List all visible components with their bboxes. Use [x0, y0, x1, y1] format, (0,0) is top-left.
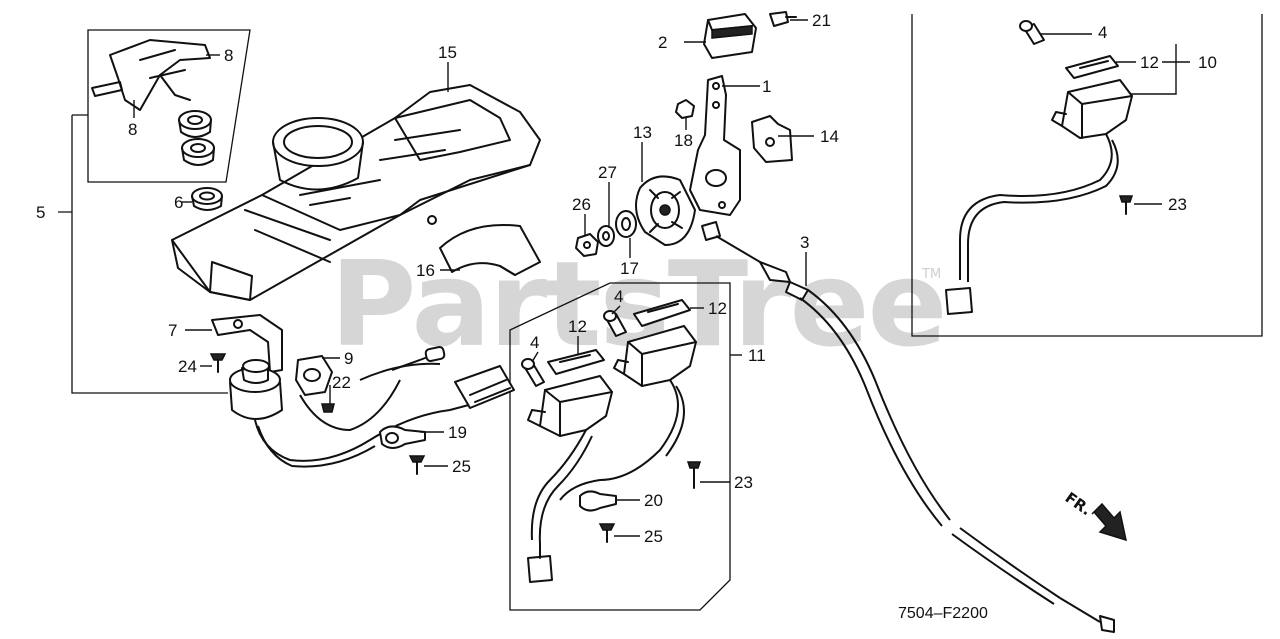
harness-10	[945, 133, 1119, 315]
control-panel-cover	[171, 84, 541, 301]
callout-21: 21	[812, 11, 831, 30]
group-10-box	[911, 14, 1263, 337]
harness-11	[527, 379, 685, 583]
part-27-washer	[597, 225, 615, 247]
callout-19: 19	[448, 423, 467, 442]
callout-23-right: 23	[1168, 195, 1187, 214]
group-8-box	[87, 29, 251, 183]
callout-22: 22	[332, 373, 351, 392]
callout-5: 5	[36, 203, 45, 222]
callout-17: 17	[620, 259, 639, 278]
callout-7: 7	[168, 321, 177, 340]
part-25-screw-left	[408, 455, 426, 475]
indicator-housing-right	[613, 325, 697, 387]
callout-27: 27	[598, 163, 617, 182]
part-3-throttle-cable	[701, 221, 1115, 633]
callout-labels: 1 2 3 4 4 4 5 6 7 8 8 9 10 11 12 12 12 1…	[36, 11, 1217, 546]
callout-13: 13	[633, 123, 652, 142]
part-24-screw	[209, 353, 227, 373]
callout-16: 16	[416, 261, 435, 280]
part-18-nut	[675, 99, 695, 119]
callout-12-right: 12	[1140, 53, 1159, 72]
callout-20: 20	[644, 491, 663, 510]
part-2-knob	[703, 13, 757, 59]
part-19-clamp	[379, 425, 426, 449]
callout-2: 2	[658, 33, 667, 52]
indicator-housing-left	[527, 375, 613, 437]
callout-4-mid: 4	[614, 287, 623, 306]
part-13-disc	[635, 175, 696, 246]
part-4-bulb-right	[1019, 20, 1045, 45]
callout-12-left: 12	[568, 317, 587, 336]
part-8-key	[91, 39, 211, 111]
part-14-plate	[751, 115, 793, 163]
callout-4-left: 4	[530, 333, 539, 352]
part-25-screw-mid	[598, 523, 616, 543]
part-seals	[178, 110, 215, 166]
part-21-screw	[769, 11, 797, 27]
figure-code: 7504–F2200	[898, 605, 988, 622]
part-4-bulb-left	[521, 358, 545, 387]
indicator-housing-upper	[1051, 79, 1133, 139]
callout-12-mid: 12	[708, 299, 727, 318]
callout-14: 14	[820, 127, 839, 146]
callout-25-left: 25	[452, 457, 471, 476]
callout-8-top: 8	[224, 46, 233, 65]
part-22-bolt	[321, 403, 335, 413]
group-5-bracket	[58, 114, 228, 394]
part-6-grommet	[191, 187, 223, 211]
callout-10: 10	[1198, 53, 1217, 72]
callout-3: 3	[800, 233, 809, 252]
part-16-cover	[439, 223, 541, 276]
front-direction-arrow: FR.	[1062, 489, 1128, 542]
part-9-switch	[295, 355, 333, 396]
callout-23-mid: 23	[734, 473, 753, 492]
main-harness	[254, 346, 515, 468]
leader-lines	[133, 19, 1190, 537]
key-switch-body	[229, 359, 283, 420]
callout-15: 15	[438, 43, 457, 62]
trademark-mark: TM	[921, 267, 941, 282]
callout-9: 9	[344, 349, 353, 368]
part-12-pad-left	[547, 349, 605, 375]
part-26-nut	[575, 233, 599, 257]
callout-4-right: 4	[1098, 23, 1107, 42]
part-23-screw-mid	[686, 461, 702, 489]
part-1-lever	[689, 75, 741, 216]
part-17-washer	[615, 210, 637, 238]
part-20-clamp	[579, 490, 617, 512]
callout-26: 26	[572, 195, 591, 214]
part-12-pad-upper	[1065, 55, 1119, 79]
callout-6: 6	[174, 193, 183, 212]
callout-24: 24	[178, 357, 197, 376]
part-12-pad-right	[633, 299, 691, 327]
callout-8-bottom: 8	[128, 120, 137, 139]
callout-25-mid: 25	[644, 527, 663, 546]
callout-1: 1	[762, 77, 771, 96]
part-23-screw-right	[1118, 195, 1134, 215]
group-11-box	[509, 282, 731, 611]
fr-label: FR.	[1062, 489, 1095, 520]
callout-11: 11	[748, 346, 766, 365]
callout-18: 18	[674, 131, 693, 150]
